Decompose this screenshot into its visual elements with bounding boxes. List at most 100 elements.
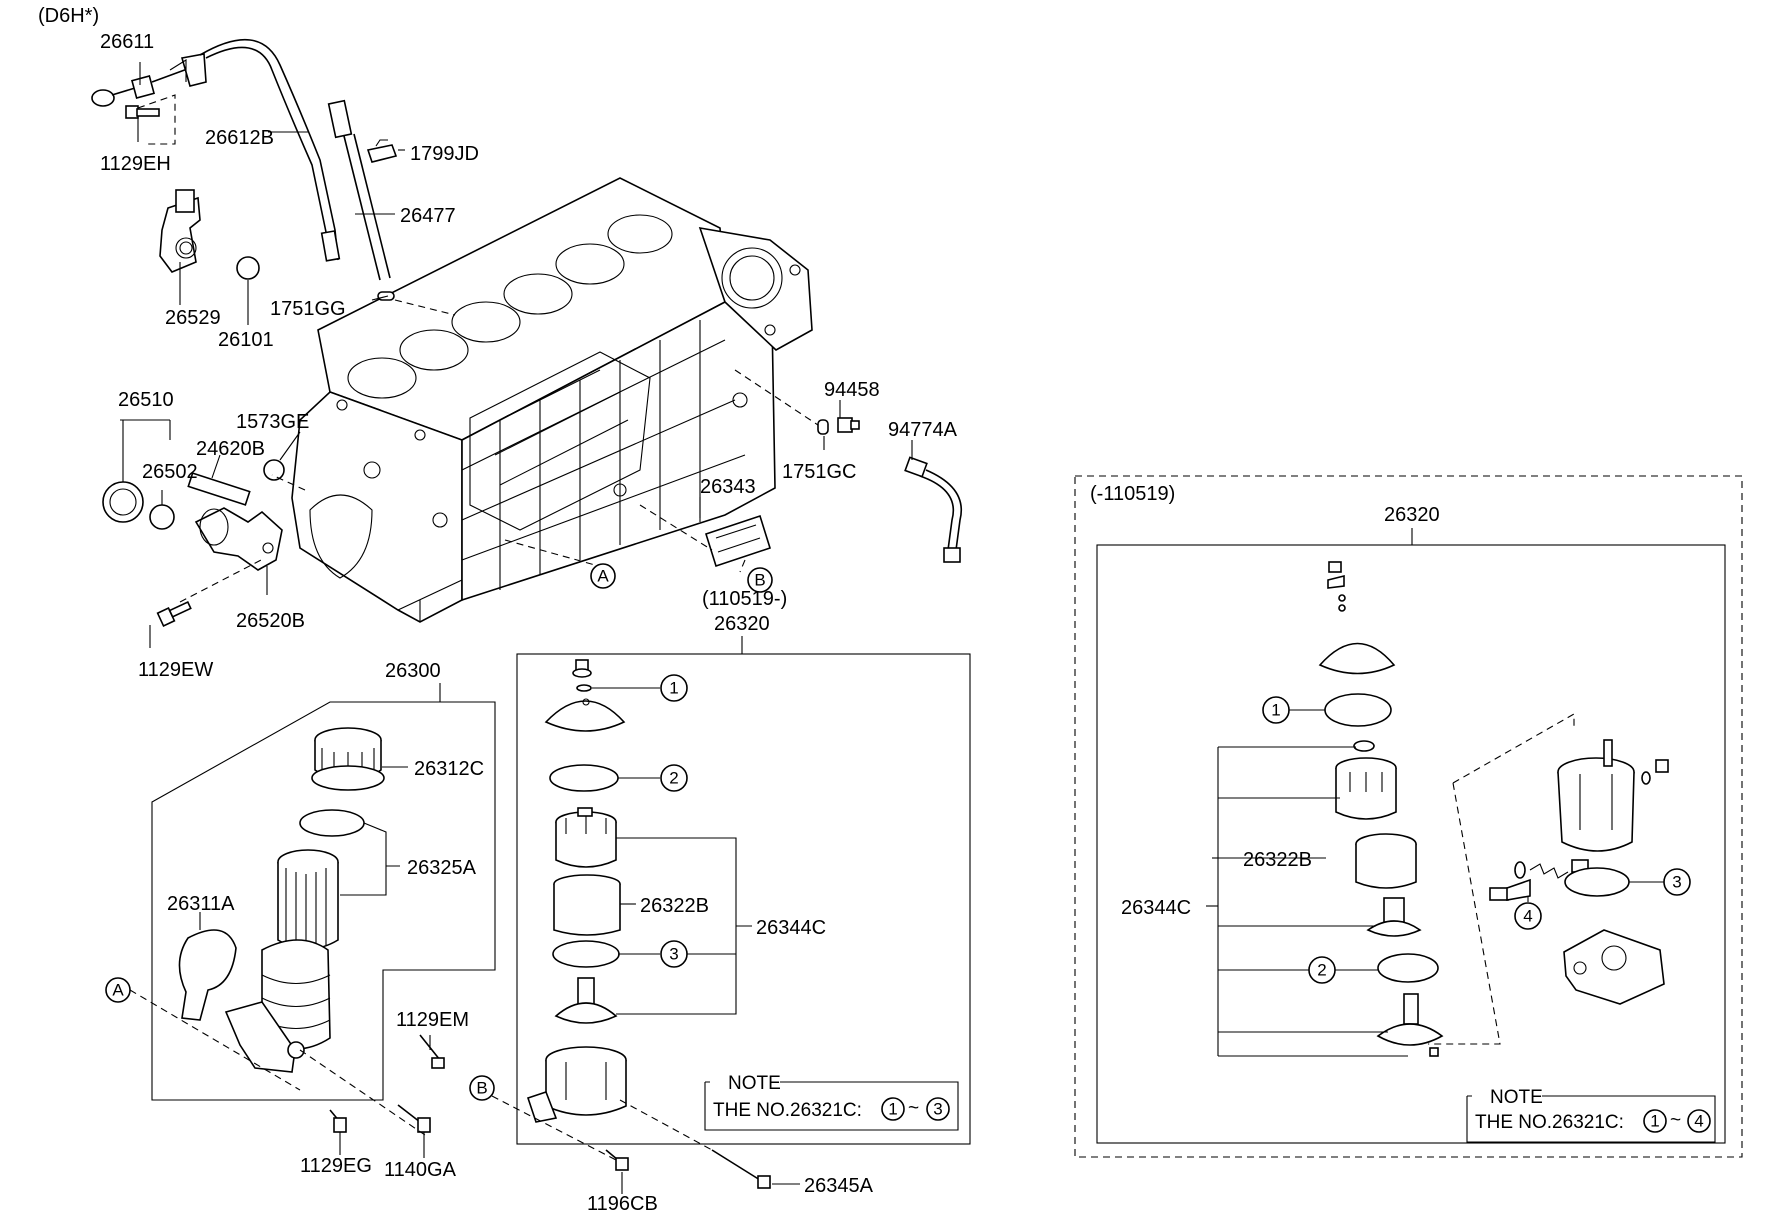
center-label-26322B: 26322B xyxy=(640,895,709,917)
center-callout-2: 2 xyxy=(660,764,688,792)
right-oring-3 xyxy=(1564,867,1630,897)
oil-filter-module-group: 26300 xyxy=(151,660,496,1101)
label-1129EW: 1129EW xyxy=(138,659,213,681)
right-note-circle-1: 1 xyxy=(1643,1109,1667,1133)
right-drain-plug xyxy=(1327,561,1346,612)
filter-cap-26312C xyxy=(311,727,385,791)
center-oring-3 xyxy=(552,940,620,968)
filter-element xyxy=(277,849,339,952)
center-callout-3: 3 xyxy=(660,940,688,968)
center-label-26344C: 26344C xyxy=(756,917,826,939)
label-26510: 26510 xyxy=(118,389,174,411)
right-callout-4: 4 xyxy=(1514,902,1542,930)
center-oring-2 xyxy=(549,764,619,792)
right-inner-tube xyxy=(1366,897,1422,937)
right-base-plate xyxy=(1376,993,1444,1057)
bolt-1196CB xyxy=(605,1149,629,1171)
right-date-range: (-110519) xyxy=(1090,483,1175,505)
right-note-circle-4: 4 xyxy=(1687,1109,1711,1133)
fitting-94458 xyxy=(837,417,860,433)
gasket-26311A xyxy=(178,929,237,1021)
center-small-oring xyxy=(576,684,592,692)
variant-label: (D6H*) xyxy=(38,5,99,27)
right-part-26320: 26320 xyxy=(1384,504,1440,526)
ref-a-top: A xyxy=(590,563,616,589)
center-element-cap xyxy=(555,807,617,868)
filter-oring-26325A xyxy=(299,809,365,837)
right-note-title: NOTE xyxy=(1490,1087,1543,1108)
right-callout-3: 3 xyxy=(1663,868,1691,896)
water-inlet-fitting xyxy=(159,189,201,273)
svg-text:1: 1 xyxy=(1271,701,1280,720)
right-housing xyxy=(1557,739,1635,852)
svg-text:3: 3 xyxy=(933,1100,942,1119)
svg-text:1: 1 xyxy=(669,679,678,698)
center-top-cover xyxy=(544,698,626,732)
plug-1573GE xyxy=(263,459,285,481)
right-small-ring xyxy=(1353,740,1375,752)
ref-b-top: B xyxy=(747,567,773,593)
right-note-text: THE NO.26321C: xyxy=(1475,1112,1624,1133)
oring-26101 xyxy=(236,256,260,280)
label-24620B: 24620B xyxy=(196,438,265,460)
engine-block xyxy=(291,177,813,623)
right-callout-1: 1 xyxy=(1262,696,1290,724)
right-oring-2 xyxy=(1377,953,1439,983)
leader-lines xyxy=(120,59,913,648)
right-spring-valve xyxy=(1489,859,1589,901)
label-26343: 26343 xyxy=(700,476,756,498)
center-base-plate xyxy=(554,977,618,1024)
right-assembly-outer-frame xyxy=(1074,475,1743,1158)
bolt-1129EH xyxy=(125,105,160,119)
right-element-cap xyxy=(1335,757,1397,820)
right-element-26322B xyxy=(1355,833,1417,889)
center-note-sep: ~ xyxy=(908,1098,919,1119)
svg-text:3: 3 xyxy=(669,945,678,964)
svg-text:1: 1 xyxy=(888,1100,897,1119)
svg-text:3: 3 xyxy=(1672,873,1681,892)
label-26101: 26101 xyxy=(218,329,274,351)
ref-b-bottom: B xyxy=(469,1075,495,1101)
center-assembly: (110519-) 26320 xyxy=(516,588,971,1145)
label-1751GC: 1751GC xyxy=(782,461,857,483)
label-26612B: 26612B xyxy=(205,127,274,149)
label-26311A: 26311A xyxy=(167,893,235,915)
right-assembly: (-110519) 26320 xyxy=(1074,475,1743,1158)
label-1196CB: 1196CB xyxy=(587,1193,658,1211)
center-note-text: THE NO.26321C: xyxy=(713,1100,862,1121)
label-26520B: 26520B xyxy=(236,610,305,632)
center-element-26322B xyxy=(553,874,621,936)
right-top-cover xyxy=(1318,642,1396,675)
center-note-circle-3: 3 xyxy=(926,1097,950,1121)
oil-filler-cap xyxy=(102,481,144,523)
part-labels: 26611 1129EH 26612B 1799JD 26477 26529 2… xyxy=(100,31,958,681)
ref-a-bottom: A xyxy=(105,977,131,1003)
label-26477: 26477 xyxy=(400,205,456,227)
gasket-24620B xyxy=(187,472,251,506)
center-callout-1: 1 xyxy=(660,674,688,702)
filter-leaders xyxy=(129,766,431,1158)
label-1129EH: 1129EH xyxy=(100,153,171,175)
label-94458: 94458 xyxy=(824,379,880,401)
oil-filler-neck xyxy=(194,507,283,571)
oil-pipe-94774A xyxy=(904,456,962,563)
bolt-1129EG xyxy=(329,1109,347,1133)
label-26312C: 26312C xyxy=(414,758,484,780)
filter-housing xyxy=(224,939,331,1073)
svg-text:1: 1 xyxy=(1650,1112,1659,1131)
label-26529: 26529 xyxy=(165,307,221,329)
center-assembly-frame xyxy=(516,653,971,1145)
label-26611: 26611 xyxy=(100,31,154,53)
label-1140GA: 1140GA xyxy=(384,1159,457,1181)
bolt-1129EM xyxy=(419,1034,445,1069)
oring-1751GC xyxy=(817,419,829,435)
right-note-sep: ~ xyxy=(1670,1110,1681,1131)
svg-text:B: B xyxy=(476,1079,487,1098)
center-housing xyxy=(526,1046,627,1123)
right-label-26344C: 26344C xyxy=(1121,897,1191,919)
svg-text:2: 2 xyxy=(1317,961,1326,980)
bolt-1129EW xyxy=(156,600,192,627)
svg-text:A: A xyxy=(112,981,124,1000)
center-drain-plug xyxy=(572,659,592,678)
oil-dipstick xyxy=(91,38,341,262)
